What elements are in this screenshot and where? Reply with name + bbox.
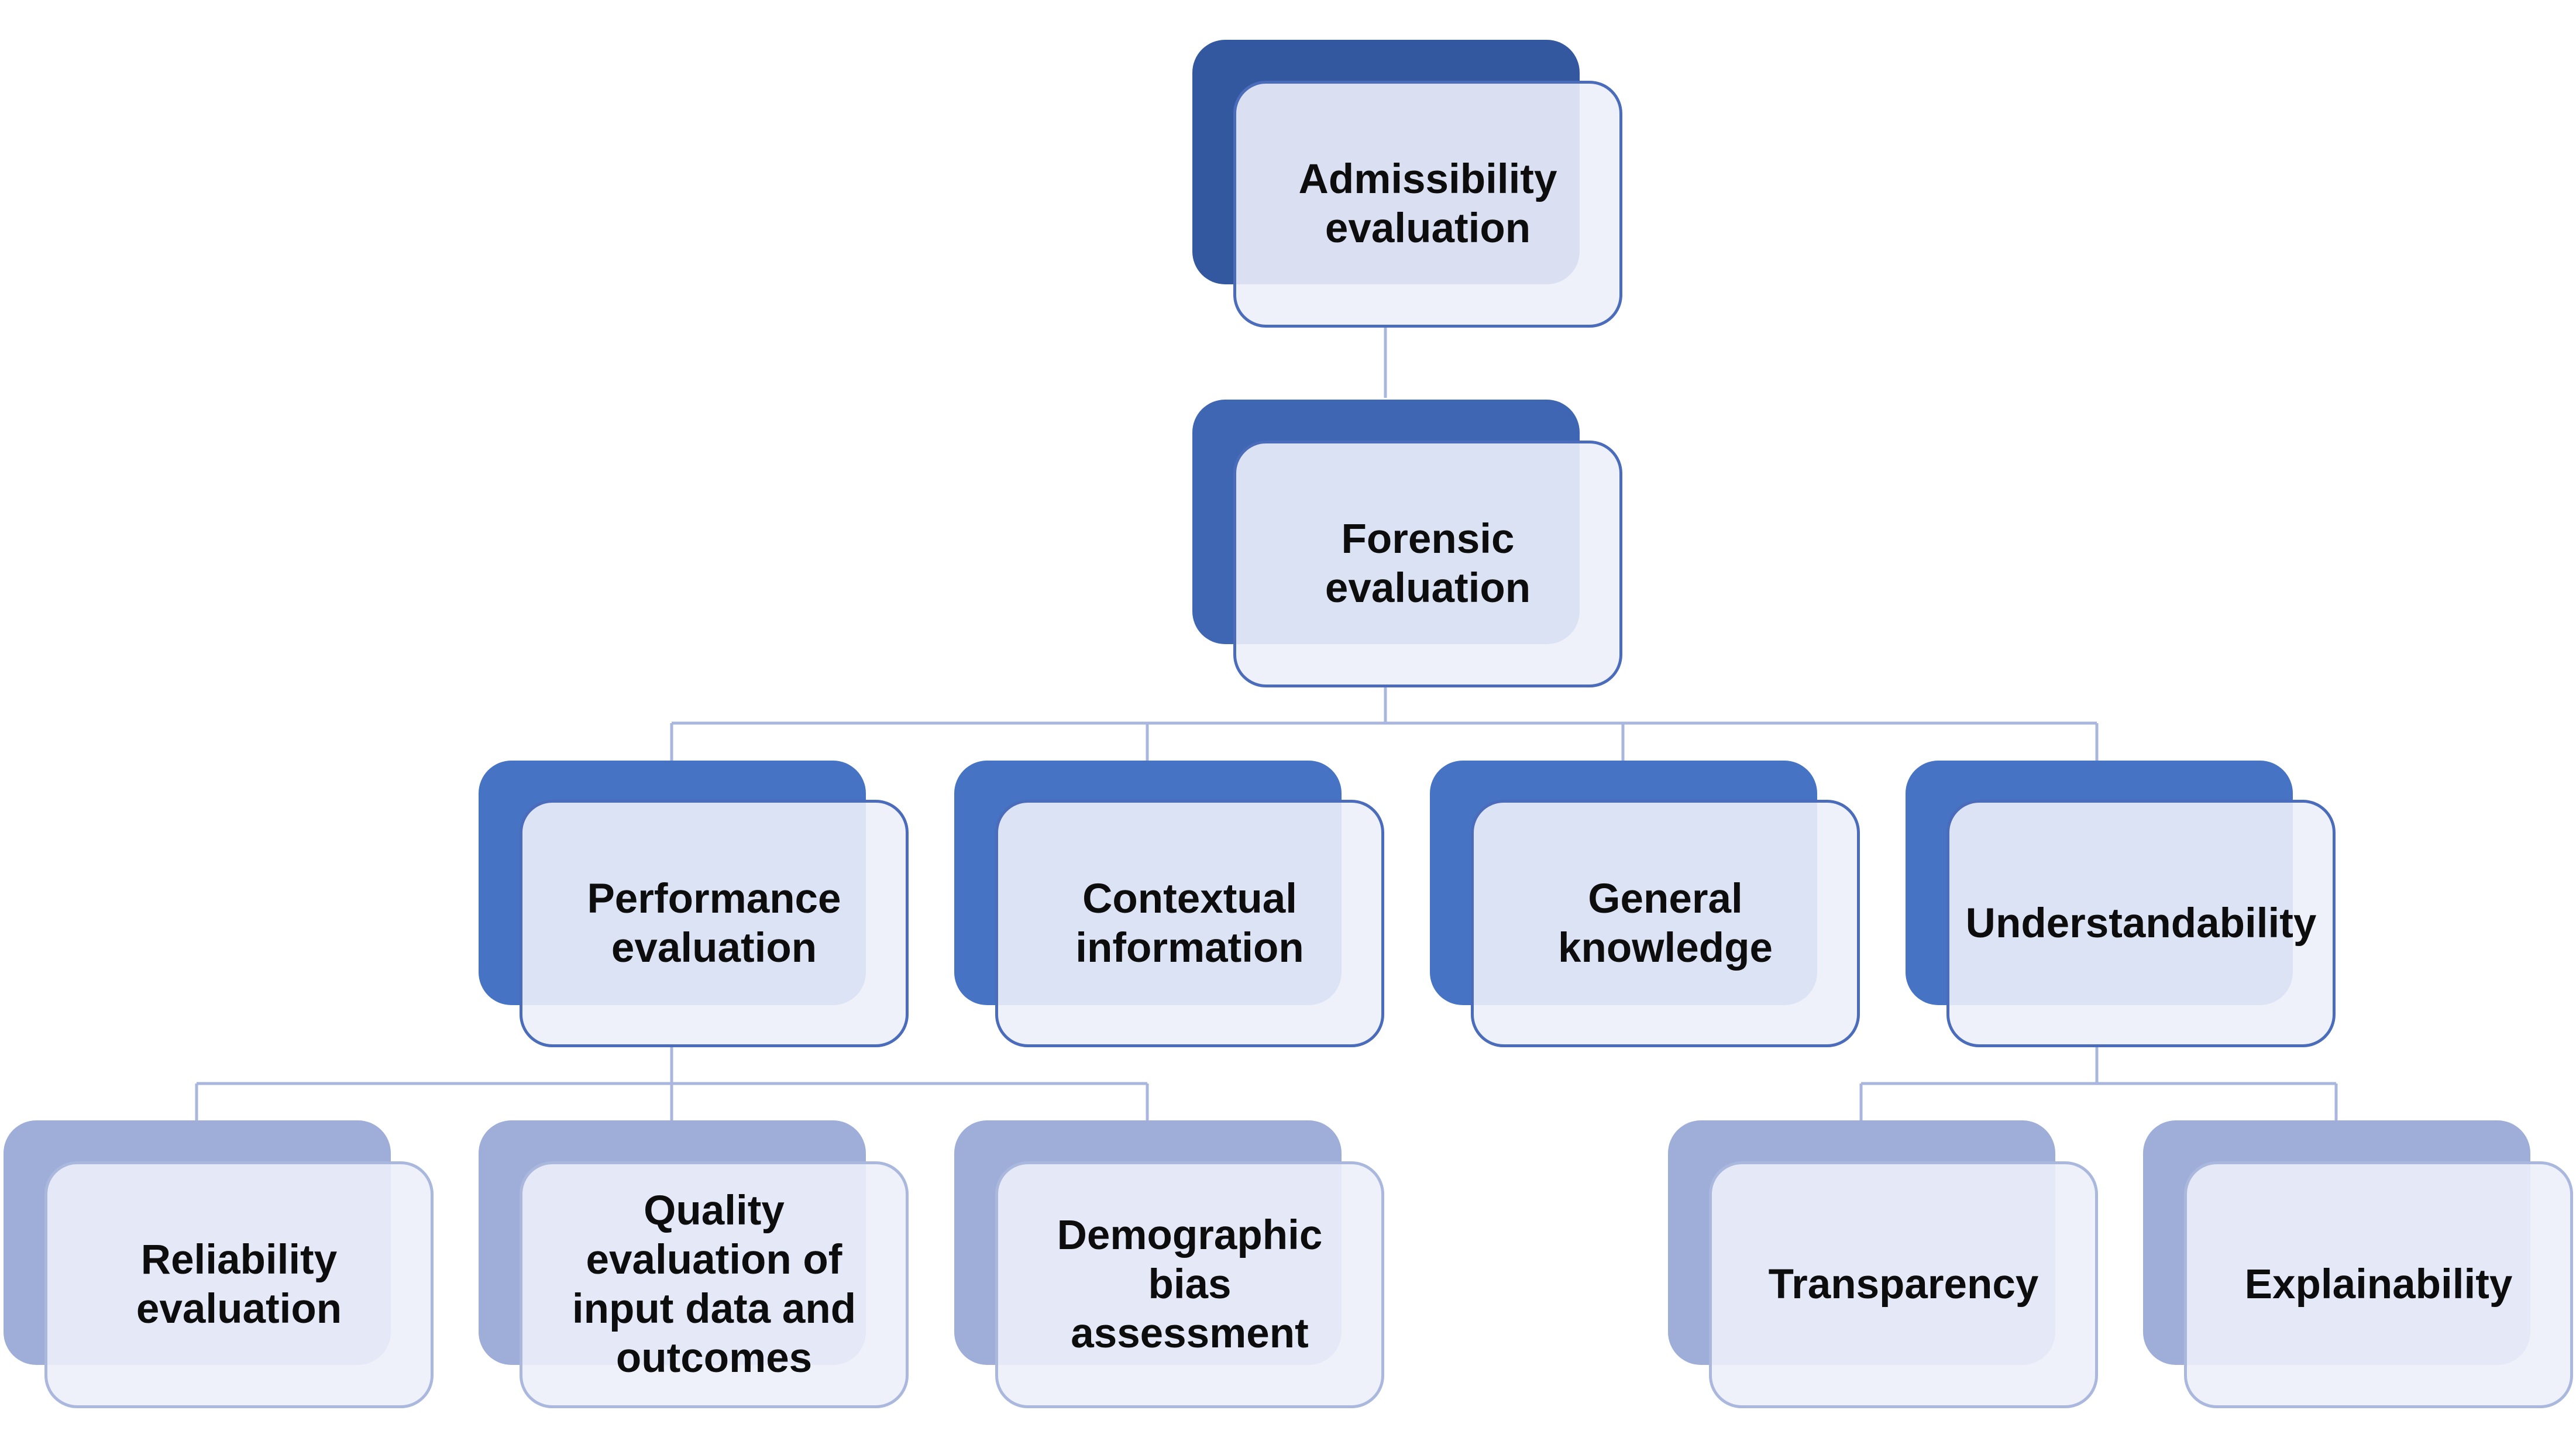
node-card: Performance evaluation	[520, 800, 909, 1047]
node-card: Forensic evaluation	[1233, 441, 1622, 687]
node-label: Quality evaluation of input data and out…	[572, 1188, 857, 1381]
node-card: Transparency	[1709, 1161, 2098, 1408]
node-label: Demographic bias assessment	[1057, 1212, 1323, 1357]
node-card: Understandability	[1946, 800, 2336, 1047]
node-card: Admissibility evaluation	[1233, 81, 1622, 328]
node-card: Contextual information	[995, 800, 1384, 1047]
node-label: Performance evaluation	[587, 875, 841, 971]
node-label: General knowledge	[1558, 875, 1773, 971]
node-card: General knowledge	[1471, 800, 1860, 1047]
node-label: Admissibility evaluation	[1298, 156, 1557, 252]
node-label: Contextual information	[1075, 875, 1304, 971]
node-label: Understandability	[1965, 900, 2317, 947]
node-card: Quality evaluation of input data and out…	[520, 1161, 909, 1408]
node-label: Reliability evaluation	[136, 1237, 342, 1332]
node-card: Explainability	[2184, 1161, 2573, 1408]
node-label: Explainability	[2244, 1261, 2513, 1308]
node-card: Reliability evaluation	[44, 1161, 434, 1408]
node-label: Forensic evaluation	[1325, 516, 1531, 611]
node-card: Demographic bias assessment	[995, 1161, 1384, 1408]
node-label: Transparency	[1768, 1261, 2039, 1308]
